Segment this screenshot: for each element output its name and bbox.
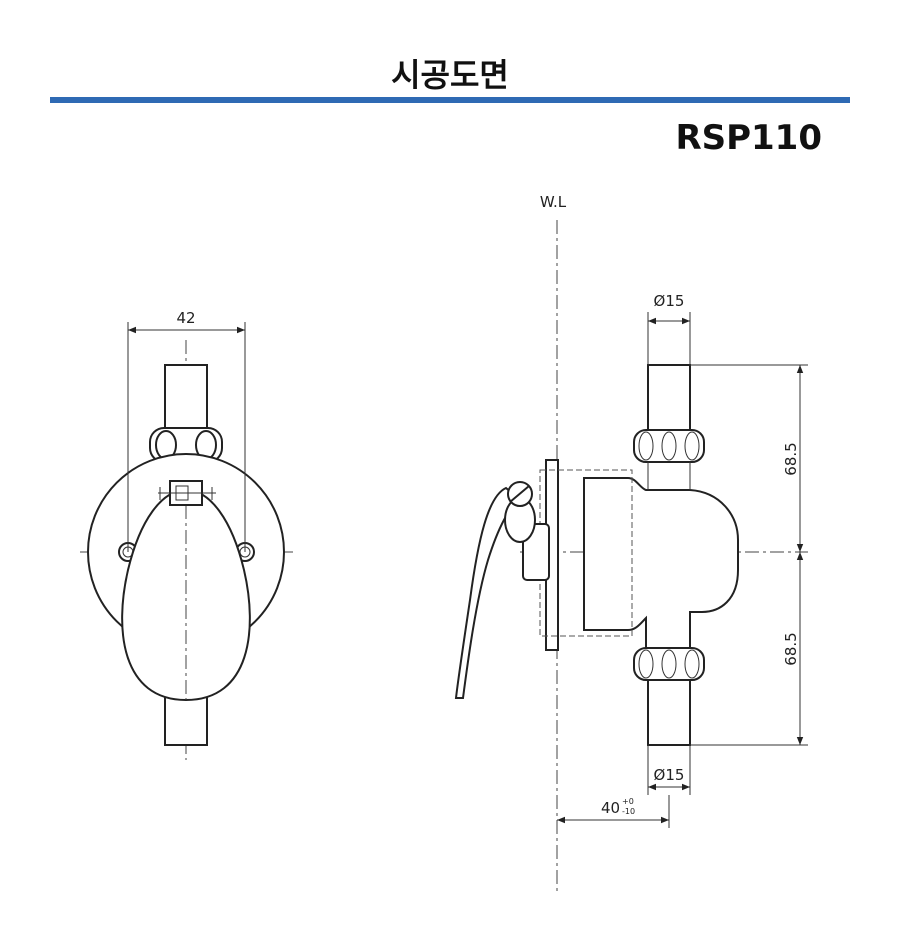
page-title: 시공도면	[391, 56, 509, 94]
side-depth-tolerance-upper: +0	[622, 797, 634, 806]
model-number: RSP110	[675, 118, 822, 158]
side-screw-head	[507, 481, 533, 507]
side-bottom-nut	[633, 647, 705, 681]
front-view: 42	[80, 309, 293, 760]
side-upper-height-label: 68.5	[782, 442, 800, 475]
side-depth-label: 40	[601, 799, 620, 817]
side-view: W.L	[454, 193, 808, 895]
side-lower-height-label: 68.5	[782, 632, 800, 665]
side-top-nut	[633, 429, 705, 463]
front-lever-bracket	[158, 480, 216, 506]
side-bottom-pipe-dia-label: Ø15	[654, 766, 685, 784]
front-top-pipe	[164, 364, 208, 431]
side-valve-body	[583, 477, 739, 649]
side-lever-arm	[454, 486, 522, 699]
water-line-label: W.L	[540, 193, 567, 211]
side-top-pipe	[647, 364, 691, 431]
title-divider	[50, 97, 850, 103]
side-top-pipe-dia-label: Ø15	[654, 292, 685, 310]
side-bottom-pipe	[647, 679, 691, 746]
side-depth-tolerance-lower: -10	[622, 807, 635, 816]
front-width-label: 42	[176, 309, 195, 327]
